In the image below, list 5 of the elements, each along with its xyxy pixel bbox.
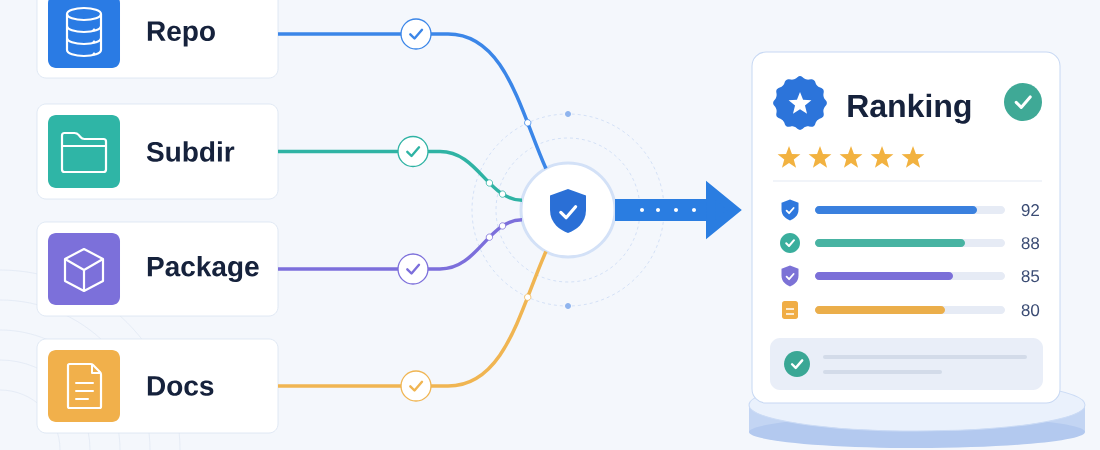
score-value: 80 [1021, 304, 1040, 317]
score-value: 92 [1021, 204, 1039, 217]
score-value: 85 [1021, 270, 1040, 283]
panel-title: Ranking [848, 93, 971, 124]
score-value: 88 [1021, 237, 1040, 250]
